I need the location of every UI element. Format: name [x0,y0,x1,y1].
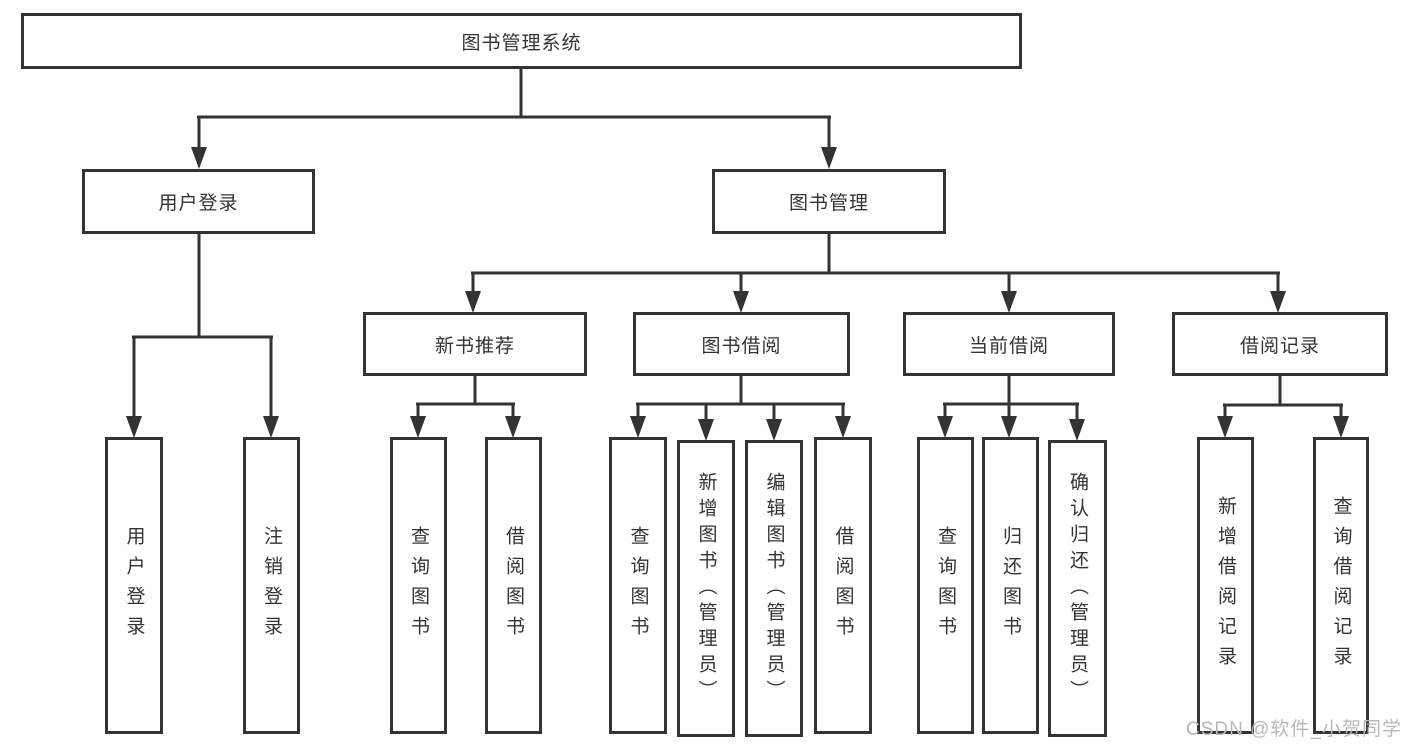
node-label: 图书管理系统 [461,32,582,54]
arrowhead-down-icon [698,419,714,441]
arrowhead-down-icon [410,416,426,438]
arrowhead-down-icon [1069,419,1085,441]
leaf-confirm-return-admin: 确认归还（管理员） [1048,440,1107,737]
node-user-login: 用户登录 [82,169,315,234]
arrowhead-down-icon [733,291,749,313]
node-current-borrowing: 当前借阅 [903,312,1115,376]
leaf-label: 新增图书（管理员） [695,471,717,706]
arrowhead-down-icon [505,416,521,438]
arrowhead-down-icon [1001,416,1017,438]
leaf-logout: 注销登录 [243,437,300,734]
node-label: 当前借阅 [968,335,1049,357]
leaf-label: 新增借阅记录 [1215,495,1236,676]
arrowhead-down-icon [1217,416,1233,438]
connector-root-to-level1 [191,69,837,169]
arrowhead-down-icon [821,147,837,169]
leaf-label: 查询图书 [408,525,429,646]
leaf-return-book: 归还图书 [982,437,1039,734]
connector-current-borrowing-to-leaves [937,376,1085,441]
arrowhead-down-icon [630,416,646,438]
arrowhead-down-icon [465,291,481,313]
leaf-query-books-borrowing: 查询图书 [609,437,667,734]
arrowhead-down-icon [937,416,953,438]
arrowhead-down-icon [835,416,851,438]
node-book-borrowing: 图书借阅 [633,312,850,376]
leaf-add-borrow-record: 新增借阅记录 [1197,437,1254,734]
leaf-label: 查询图书 [935,525,956,646]
node-new-book-recommendation: 新书推荐 [363,312,587,376]
arrowhead-down-icon [1270,291,1286,313]
leaf-label: 借阅图书 [503,525,524,646]
leaf-query-books-current: 查询图书 [917,437,974,734]
leaf-user-login: 用户登录 [105,437,163,734]
watermark-csdn: CSDN @软件_小贺同学 [1186,719,1402,740]
leaf-edit-book-admin: 编辑图书（管理员） [745,440,803,737]
leaf-label: 注销登录 [261,525,282,646]
node-label: 借阅记录 [1239,335,1320,357]
arrowhead-down-icon [1001,291,1017,313]
leaf-label: 确认归还（管理员） [1067,471,1088,706]
leaf-borrow-books-borrowing: 借阅图书 [814,437,872,734]
arrowhead-down-icon [263,416,279,438]
node-label: 用户登录 [158,193,239,214]
leaf-add-book-admin: 新增图书（管理员） [677,440,735,737]
node-label: 图书借阅 [701,335,782,357]
leaf-label: 归还图书 [1000,525,1021,646]
leaf-query-books-recommend: 查询图书 [390,437,447,734]
node-label: 图书管理 [788,193,869,214]
connector-user-login-to-leaves [126,234,279,438]
arrowhead-down-icon [191,147,207,169]
connector-new-book-recommendation-to-leaves [410,376,521,438]
leaf-label: 用户登录 [123,525,145,646]
connector-borrowing-records-to-leaves [1217,376,1349,438]
node-borrowing-records: 借阅记录 [1172,312,1388,376]
arrowhead-down-icon [766,419,782,441]
node-book-management: 图书管理 [712,169,946,234]
leaf-borrow-books-recommend: 借阅图书 [485,437,542,734]
leaf-label: 编辑图书（管理员） [763,471,785,706]
connector-book-borrowing-to-leaves [630,376,851,441]
leaf-query-borrow-record: 查询借阅记录 [1313,437,1369,734]
arrowhead-down-icon [1333,416,1349,438]
node-label: 新书推荐 [434,335,515,357]
leaf-label: 借阅图书 [832,525,854,646]
leaf-label: 查询图书 [627,525,649,646]
node-library-management-system: 图书管理系统 [21,13,1022,69]
leaf-label: 查询借阅记录 [1330,495,1352,676]
arrowhead-down-icon [126,416,142,438]
connector-book-management-to-level2 [465,234,1286,313]
